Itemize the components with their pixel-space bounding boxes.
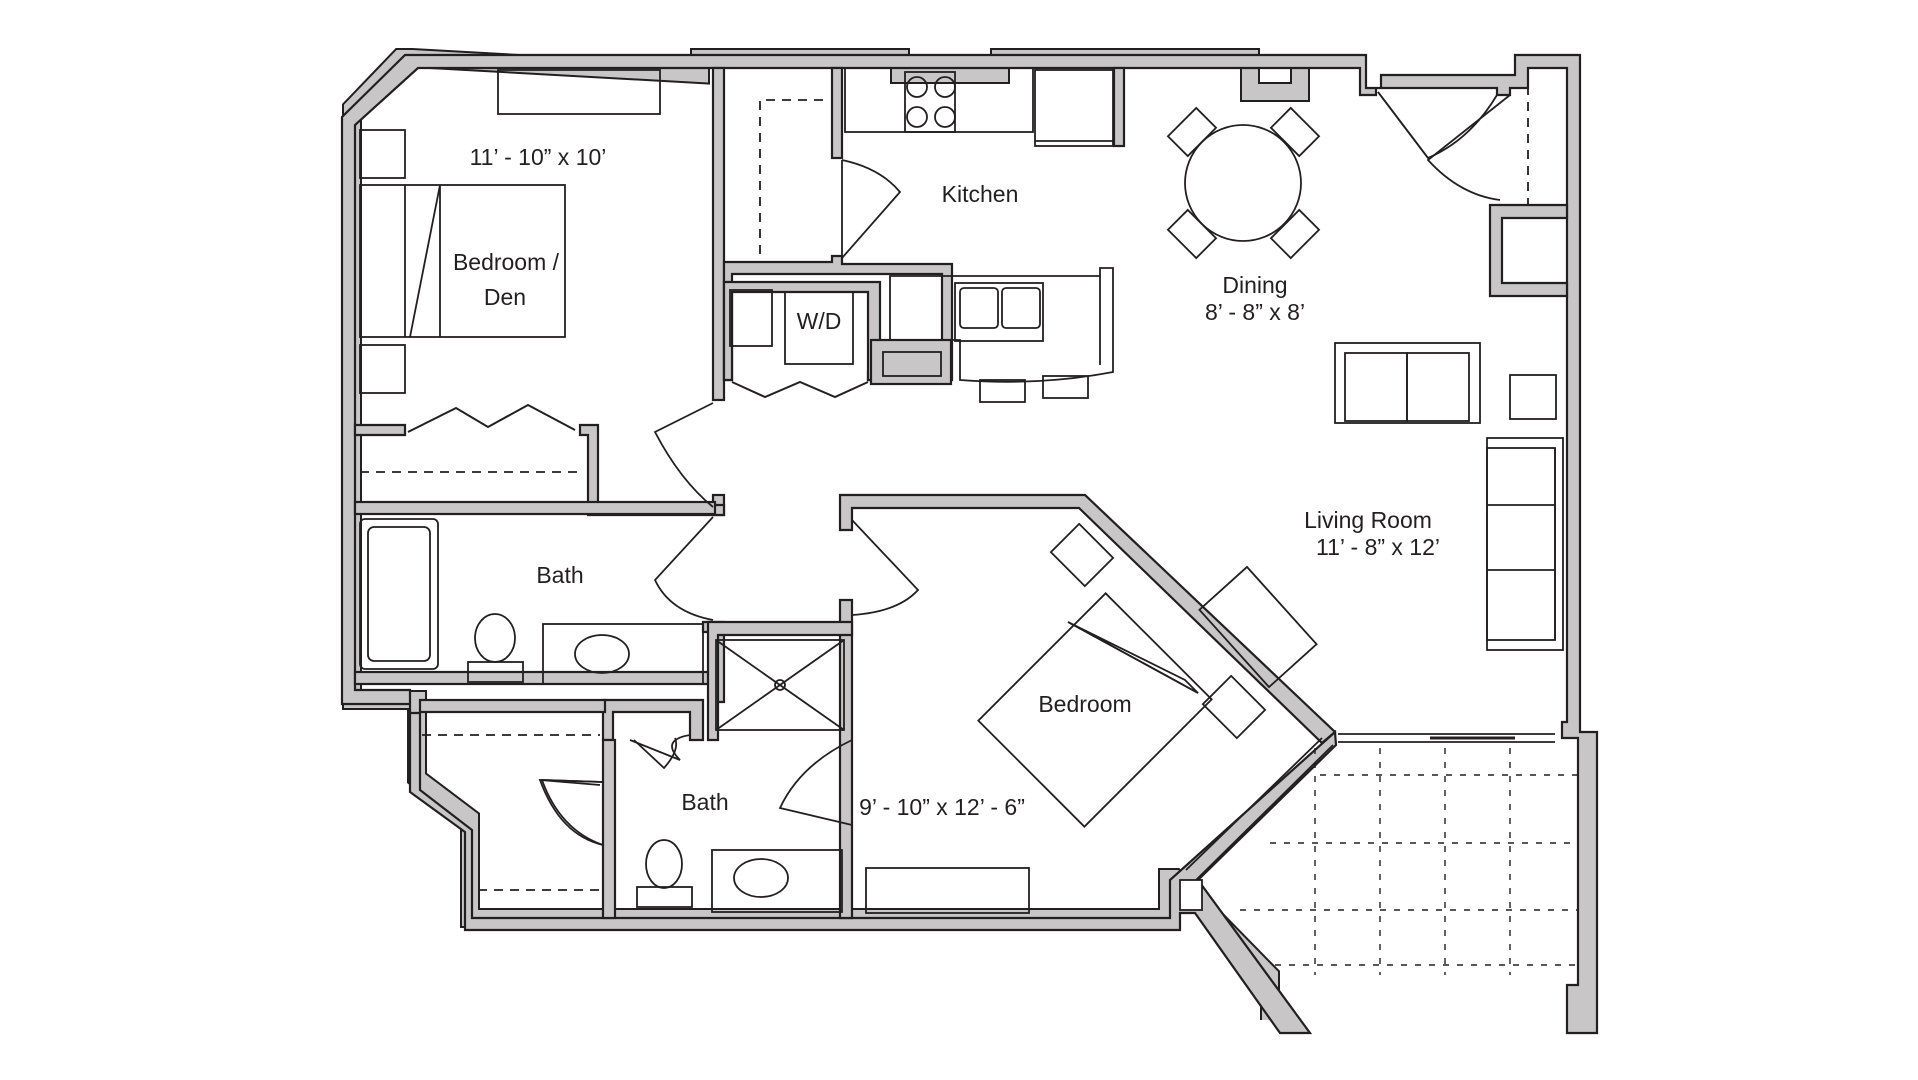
kitchen-sink [954,282,1044,342]
den-bed [359,184,566,338]
living-room-dimensions: 11’ - 8” x 12’ [1316,534,1440,560]
bath1-name: Bath [536,562,583,588]
exterior-wall [342,48,1310,1020]
bedroom-den-dimensions: 11’ - 10” x 10’ [470,144,607,170]
bar-stool-1 [979,379,1026,403]
bedroom-nightstand-2 [1201,674,1267,740]
kitchen-name: Kitchen [942,181,1019,207]
bar-stool-2 [1042,375,1089,399]
den-nightstand-bottom [359,344,406,394]
refrigerator [1034,69,1114,147]
laundry-name: W/D [797,308,842,334]
dining-table [1184,124,1302,242]
tv-console [1198,565,1318,689]
bedroom-name: Bedroom [1038,691,1131,717]
end-table [1509,374,1557,420]
den-nightstand-top [359,129,406,179]
interior-walls [353,66,1569,920]
dining-name: Dining [1222,272,1287,298]
loveseat [1334,342,1481,424]
bath1-toilet [474,613,516,663]
washer-dryer [784,291,854,365]
bath1-vanity [542,623,704,685]
bedroom-den-name-line1: Bedroom / [453,249,560,275]
bath2-vanity [711,849,843,913]
bath1-tub [359,518,439,670]
fixtures [359,67,1579,985]
bedroom-den-name-line2: Den [484,284,526,310]
bedroom-nightstand-1 [1049,522,1115,588]
dining-dimensions: 8’ - 8” x 8’ [1205,299,1305,325]
bedroom-dresser [865,867,1030,914]
building-shell [340,53,1599,1035]
sofa [1486,437,1564,651]
stove [904,71,956,133]
bath2-toilet [645,839,683,889]
shower [715,639,845,731]
bedroom-dimensions: 9’ - 10” x 12’ - 6” [859,794,1025,820]
bedroom-bed [977,592,1213,828]
room-labels: 11’ - 10” x 10’ Bedroom / Den Kitchen Di… [453,144,1440,820]
den-dresser [497,69,661,115]
living-room-name: Living Room [1304,507,1432,533]
bath2-name: Bath [681,789,728,815]
